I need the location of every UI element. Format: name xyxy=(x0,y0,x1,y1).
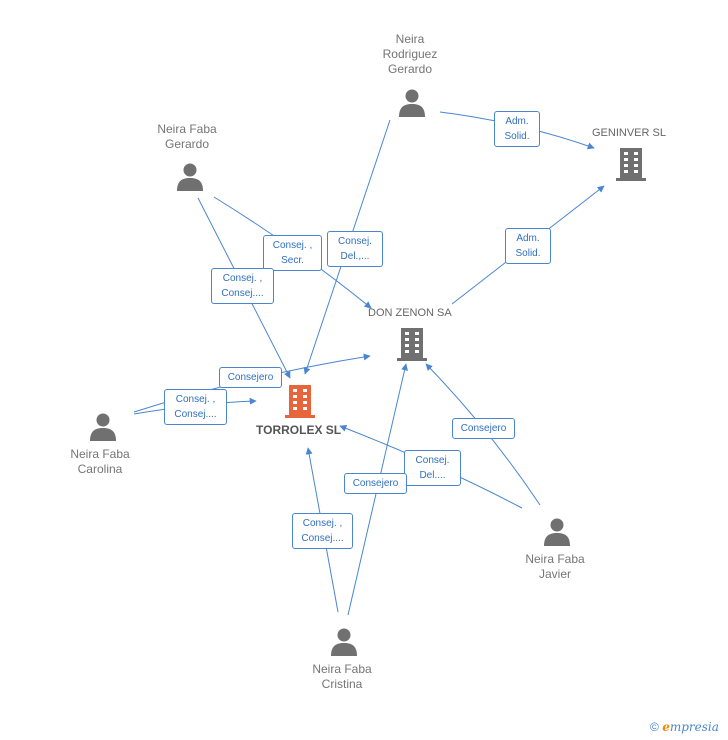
company-label-geninver[interactable]: GENINVER SL xyxy=(592,127,666,139)
edge-label-cristina-torrolex[interactable]: Consej. , Consej.... xyxy=(292,513,353,549)
person-icon-cristina[interactable] xyxy=(329,627,359,657)
edge-label-cristina-donzenon[interactable]: Consejero xyxy=(344,473,407,494)
edge-label-donzenon-geninver[interactable]: Adm. Solid. xyxy=(505,228,551,264)
building-icon-torrolex[interactable] xyxy=(283,383,317,419)
building-icon-donzenon[interactable] xyxy=(395,326,429,362)
edge-label-rodriguez-geninver[interactable]: Adm. Solid. xyxy=(494,111,540,147)
person-label-javier[interactable]: Neira Faba Javier xyxy=(525,552,585,581)
edge-label-javier-torrolex[interactable]: Consej. Del.... xyxy=(404,450,461,486)
edge-label-gerardo-torrolex[interactable]: Consej. , Consej.... xyxy=(211,268,274,304)
person-icon-rodriguez[interactable] xyxy=(397,88,427,118)
company-label-torrolex[interactable]: TORROLEX SL xyxy=(256,423,342,437)
edge-label-gerardo-donzenon[interactable]: Consej. , Secr. xyxy=(263,235,322,271)
brand-e: e xyxy=(662,720,670,734)
brand-name: mpresia xyxy=(669,720,719,734)
copyright-icon: © xyxy=(650,720,659,734)
brand-logo[interactable]: © empresia xyxy=(650,720,719,734)
person-icon-javier[interactable] xyxy=(542,517,572,547)
edge-label-javier-donzenon[interactable]: Consejero xyxy=(452,418,515,439)
person-icon-gerardo[interactable] xyxy=(175,162,205,192)
company-label-donzenon[interactable]: DON ZENON SA xyxy=(368,307,452,319)
edge-label-carolina-torrolex[interactable]: Consej. , Consej.... xyxy=(164,389,227,425)
edge-label-rodriguez-torrolex[interactable]: Consej. Del.,... xyxy=(327,231,383,267)
building-icon-geninver[interactable] xyxy=(614,146,648,182)
person-label-cristina[interactable]: Neira Faba Cristina xyxy=(312,662,372,691)
person-label-rodriguez[interactable]: Neira Rodriguez Gerardo xyxy=(382,32,438,76)
edge-label-carolina-donzenon[interactable]: Consejero xyxy=(219,367,282,388)
person-label-carolina[interactable]: Neira Faba Carolina xyxy=(70,447,130,476)
person-label-gerardo[interactable]: Neira Faba Gerardo xyxy=(157,122,217,151)
person-icon-carolina[interactable] xyxy=(88,412,118,442)
